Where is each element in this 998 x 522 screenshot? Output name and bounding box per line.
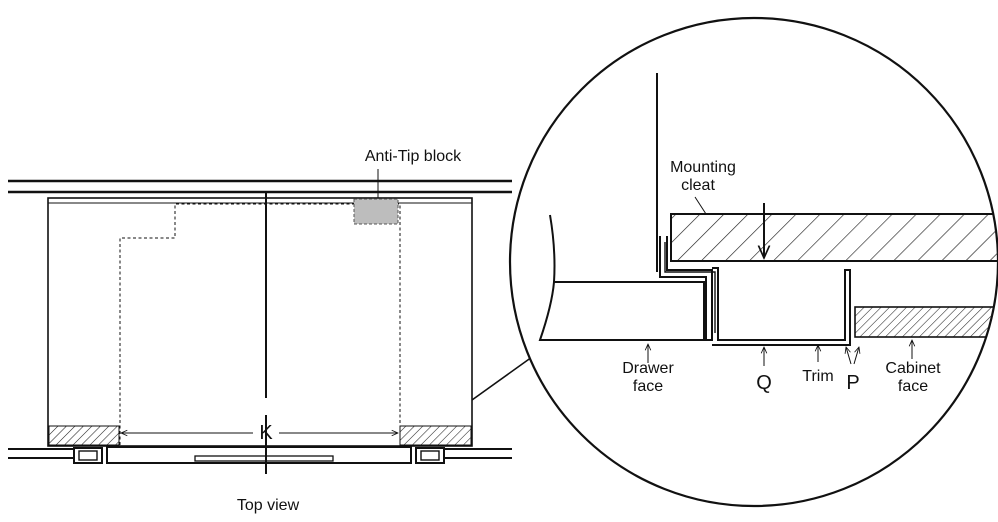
- trim-bracket: [659, 236, 713, 341]
- drawer-front: [106, 446, 412, 464]
- cabinet-opening: [47, 197, 473, 447]
- cabinet-face-section: [854, 306, 998, 338]
- trim-label: Trim: [802, 368, 833, 385]
- trim-left-block: [73, 447, 103, 464]
- top-view-label: Top view: [237, 497, 300, 514]
- q-dimension-label: Q: [756, 372, 772, 394]
- detail-leader: [471, 356, 533, 401]
- p-dimension-label: P: [846, 372, 859, 394]
- countertop-section: [670, 213, 998, 262]
- k-dimension-label: K: [259, 422, 273, 444]
- anti-tip-block: [353, 198, 399, 225]
- appliance-outline: [119, 203, 401, 445]
- mounting-cleat-label-2: cleat: [681, 177, 715, 194]
- filler-right: [399, 425, 472, 446]
- top-view-drawing: Anti-Tip block K Top view: [8, 148, 512, 514]
- filler-left: [48, 425, 120, 446]
- anti-tip-block-label: Anti-Tip block: [365, 148, 462, 165]
- cabinet-face-label-1: Cabinet: [885, 360, 941, 377]
- mounting-cleat-label-1: Mounting: [670, 159, 736, 176]
- drawer-face-section: [538, 281, 705, 341]
- drawer-handle: [194, 455, 334, 462]
- drawer-face-label-2: face: [633, 378, 663, 395]
- trim-right-block: [415, 447, 445, 464]
- detail-view: Mounting cleat Drawer face Q Trim P Cabi…: [508, 16, 998, 508]
- drawer-face-label-1: Drawer: [622, 360, 674, 377]
- cabinet-face-label-2: face: [898, 378, 928, 395]
